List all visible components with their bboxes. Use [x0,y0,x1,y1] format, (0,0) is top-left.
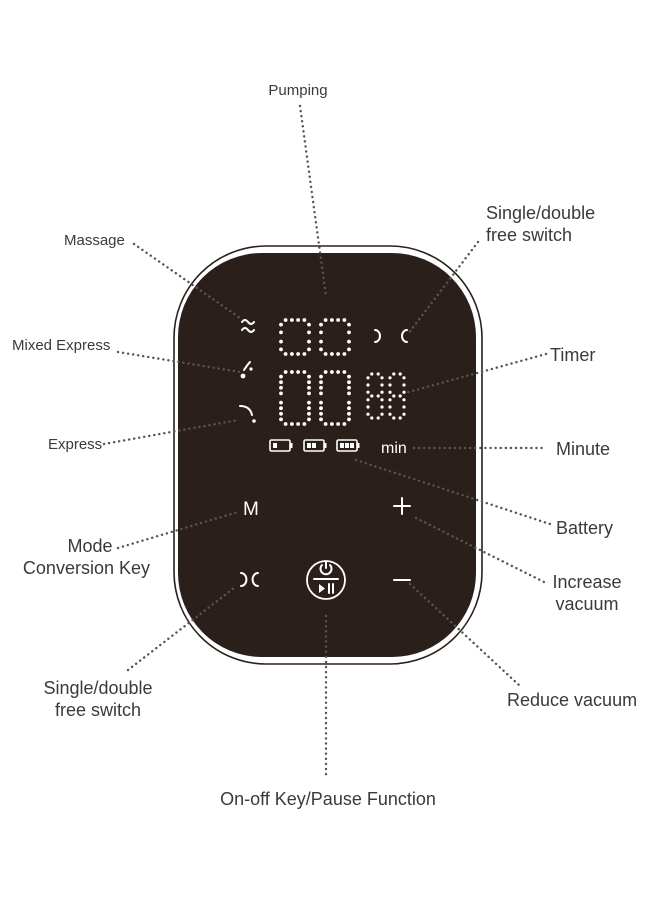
label-line: free switch [54,700,142,720]
leader-massage [132,242,242,320]
min-label: min [381,440,407,457]
leader-express [102,418,240,446]
label-single-double-bottom: Single/double free switch [30,677,166,721]
label-express: Express [48,436,103,453]
moon-drop-icon [239,405,256,423]
label-onoff-key: On-off Key/Pause Function [220,789,436,809]
leader-lines [102,104,552,778]
crescent-pair-icon [374,329,408,343]
label-line: Conversion Key [22,558,150,578]
timer-digits [366,372,406,420]
leader-mixed-express [116,350,242,374]
leader-timer [403,352,548,395]
leader-battery [354,458,552,526]
label-reduce-vacuum: Reduce vacuum [507,690,638,710]
label-mixed-express: Mixed Express [12,337,111,354]
single-double-key[interactable] [240,572,259,587]
label-timer: Timer [550,345,596,365]
wave-icon [241,319,255,333]
label-line: Single/double [486,203,596,223]
label-pumping: Pumping [268,82,328,99]
leader-single-double-top [406,240,480,336]
mode-key[interactable]: M [243,499,259,520]
label-increase-vacuum: Increase vacuum [540,571,634,615]
digit [279,370,311,426]
label-minute: Minute [556,439,611,459]
battery-icon [269,439,360,452]
label-line: Increase [552,572,622,592]
drop-icon [240,361,253,379]
digit [279,318,311,356]
label-line: Mode [67,536,113,556]
digit [319,318,351,356]
label-line: vacuum [555,594,619,614]
label-line: Single/double [43,678,153,698]
label-line: free switch [486,225,573,245]
digit [319,370,351,426]
power-play-pause-icon[interactable] [306,560,346,600]
leader-increase [414,516,550,586]
control-panel [178,253,476,657]
label-single-double-top: Single/double free switch [486,202,595,246]
label-massage: Massage [64,232,125,249]
label-battery: Battery [556,518,614,538]
increase-vacuum-key[interactable] [393,497,411,515]
digit [366,372,384,420]
digit [388,372,406,420]
leader-single-double-bottom [126,586,236,672]
leader-mode [116,510,240,550]
leader-reduce [408,582,522,688]
label-mode-key: Mode Conversion Key [10,535,150,579]
leader-pumping [298,104,328,298]
pumping-level-digits [279,318,351,356]
massage-level-digits [279,370,351,426]
